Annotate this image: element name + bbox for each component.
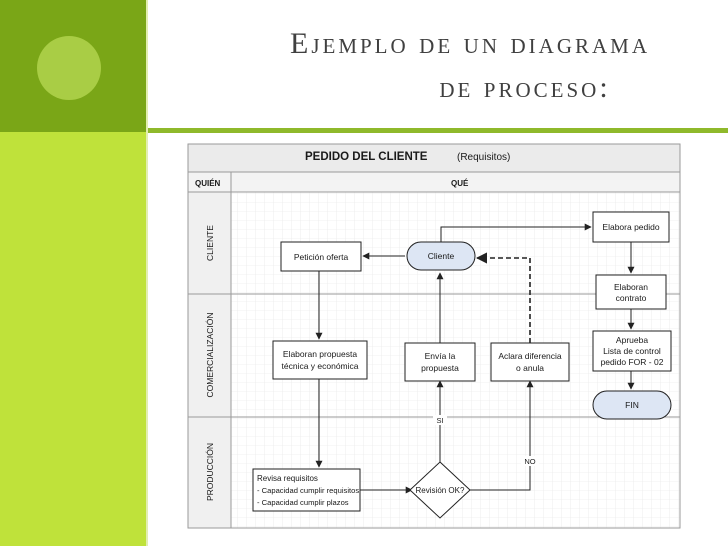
node-aprueba-line3: pedido FOR - 02: [601, 357, 664, 367]
node-aclara-diferencia: [490, 342, 570, 382]
node-envia-propuesta-line1: Envía la: [425, 351, 456, 361]
arrow-aclara-cliente-dashed: [475, 252, 531, 343]
slide-title: Ejemplo de un diagrama de proceso:: [250, 22, 690, 110]
node-cliente-label: Cliente: [428, 251, 455, 261]
node-aclara-diferencia-line2: o anula: [516, 363, 544, 373]
node-elaboran-contrato-line1: Elaboran: [614, 282, 648, 292]
node-elaboran-contrato: [595, 274, 667, 310]
node-revisa-requisitos-line2: - Capacidad cumplir requisitos: [257, 486, 359, 495]
node-peticion-oferta: [280, 241, 362, 272]
sidebar-divider: [146, 0, 148, 546]
node-revisa-requisitos-line3: - Capacidad cumplir plazos: [257, 498, 349, 507]
node-aprueba-line1: Aprueba: [616, 335, 648, 345]
header-subtitle: (Requisitos): [457, 152, 510, 163]
node-peticion-oferta-label: Petición oferta: [294, 252, 349, 262]
title-area: [148, 0, 728, 132]
process-diagram: PEDIDO DEL CLIENTE (Requisitos) QUIÉN QU…: [187, 143, 681, 529]
si-label-bg: [433, 415, 447, 425]
node-revision-label: Revisión OK?: [416, 486, 465, 495]
title-underline-bar: [148, 128, 728, 133]
node-elaboran-propuesta-line2: técnica y económica: [281, 361, 358, 371]
node-fin-label: FIN: [625, 400, 639, 410]
header-title: PEDIDO DEL CLIENTE: [305, 151, 428, 163]
node-cliente: [406, 241, 476, 271]
node-elaboran-contrato-line2: contrato: [616, 293, 647, 303]
decorative-circle-icon: [37, 36, 101, 100]
sidebar-light-panel: [0, 132, 146, 546]
diagram-frame: PEDIDO DEL CLIENTE (Requisitos) QUIÉN QU…: [183, 139, 687, 543]
header-band: [187, 143, 681, 173]
slide-title-line2: de proceso:: [439, 71, 611, 104]
node-elaboran-propuesta-line1: Elaboran propuesta: [283, 349, 357, 359]
lane-label-comercializacion: COMERCIALIZACIÓN: [205, 312, 215, 397]
branch-no-label: NO: [524, 457, 535, 466]
node-revisa-requisitos-line1: Revisa requisitos: [257, 474, 318, 483]
node-aclara-diferencia-line1: Aclara diferencia: [498, 351, 562, 361]
node-revisa-requisitos: [252, 468, 361, 512]
node-fin: [592, 390, 672, 420]
node-elaboran-propuesta: [272, 340, 368, 380]
column-header-band: [187, 171, 681, 193]
node-envia-propuesta-line2: propuesta: [421, 363, 459, 373]
lane-label-produccion: PRODUCCIÓN: [205, 443, 215, 501]
node-aprueba-line2: Lista de control: [603, 346, 661, 356]
no-label-bg: [521, 456, 539, 466]
column-quien: QUIÉN: [195, 179, 221, 188]
arrow-cliente-pedido: [440, 223, 592, 242]
node-revision-decision: [409, 461, 471, 519]
branch-si-label: SI: [436, 416, 443, 425]
node-envia-propuesta: [404, 342, 476, 382]
column-que: QUÉ: [451, 179, 469, 188]
arrow-revision-aclara: [470, 380, 534, 491]
node-aprueba: [592, 330, 672, 372]
node-elabora-pedido: [592, 211, 670, 243]
slide-title-line1: Ejemplo de un diagrama: [290, 27, 650, 60]
lane-label-column: [187, 191, 232, 529]
lane-label-cliente: CLIENTE: [205, 225, 215, 261]
node-elabora-pedido-label: Elabora pedido: [602, 222, 659, 232]
